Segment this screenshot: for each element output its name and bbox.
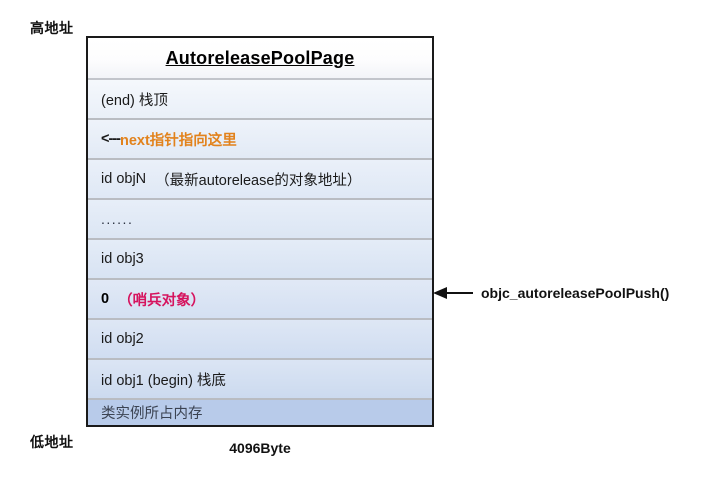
obj-2-label: id obj2 xyxy=(101,331,144,347)
instance-memory-label: 类实例所占内存 xyxy=(101,406,203,422)
row-obj-2: id obj2 xyxy=(88,320,432,360)
row-obj-3: id obj3 xyxy=(88,240,432,280)
row-stack-top: (end) 栈顶 xyxy=(88,80,432,120)
autorelease-pool-page-table: AutoreleasePoolPage (end) 栈顶 <---next指针指… xyxy=(86,36,434,427)
page-size-caption: 4096Byte xyxy=(229,440,291,456)
obj-n-label: id objN xyxy=(101,171,147,187)
sentinel-value: 0 xyxy=(101,291,110,307)
next-pointer-label: next指针指向这里 xyxy=(119,132,237,149)
left-arrow-icon xyxy=(433,287,473,299)
high-address-label: 高地址 xyxy=(30,20,74,36)
low-address-label: 低地址 xyxy=(30,434,74,450)
obj-1-label: id obj1 (begin) 栈底 xyxy=(101,372,226,389)
row-ellipsis: ...... xyxy=(88,200,432,240)
push-function-label: objc_autoreleasePoolPush() xyxy=(481,285,670,301)
push-callout: objc_autoreleasePoolPush() xyxy=(433,280,669,306)
stack-top-label: (end) 栈顶 xyxy=(101,92,168,109)
obj-3-label: id obj3 xyxy=(101,251,144,267)
row-instance-memory: 类实例所占内存 xyxy=(88,400,432,425)
row-obj-1: id obj1 (begin) 栈底 xyxy=(88,360,432,400)
obj-n-note: （最新autorelease的对象地址） xyxy=(155,172,362,189)
row-obj-n: id objN （最新autorelease的对象地址） xyxy=(88,160,432,200)
left-arrow-icon: <--- xyxy=(101,131,121,147)
sentinel-note: （哨兵对象） xyxy=(118,292,206,309)
table-header-row: AutoreleasePoolPage xyxy=(88,38,432,80)
page-title: AutoreleasePoolPage xyxy=(165,47,355,68)
row-sentinel: 0 （哨兵对象） xyxy=(88,280,432,320)
ellipsis-label: ...... xyxy=(101,211,134,227)
row-next-pointer: <---next指针指向这里 xyxy=(88,120,432,160)
